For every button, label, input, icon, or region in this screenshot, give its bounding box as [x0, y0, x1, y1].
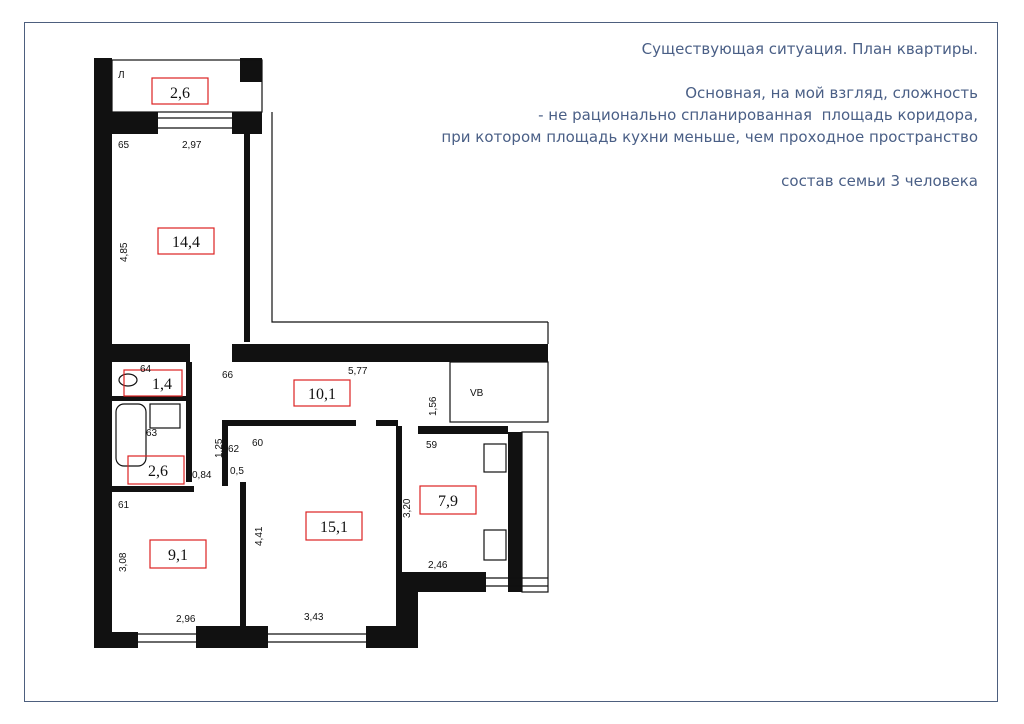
notes-line-1: Основная, на мой взгляд, сложность [685, 84, 978, 102]
dimensions: Л 65 2,97 4,85 64 66 5,77 1,56 VB 59 63 … [118, 70, 484, 625]
thick-walls [94, 58, 548, 648]
dim-3-43: 3,43 [304, 612, 324, 623]
dim-3-20: 3,20 [402, 498, 413, 518]
area-boxes [123, 77, 477, 569]
dim-60: 60 [252, 438, 264, 449]
label-balcony-l: Л [118, 70, 125, 81]
vent-shaft [449, 361, 549, 423]
wall-kitchen-bottom [396, 572, 486, 592]
dim-2-96: 2,96 [176, 614, 196, 625]
wall-corridor-top-2 [232, 344, 548, 362]
wall-bottom-1 [94, 632, 138, 648]
area-bath: 2,6 [148, 463, 168, 480]
area-box-room3 [149, 539, 207, 569]
area-box-kitchen [419, 485, 477, 515]
dim-2-46: 2,46 [428, 560, 448, 571]
area-box-bedroom [157, 227, 215, 255]
dim-63: 63 [146, 428, 158, 439]
wall-bottom-2 [196, 626, 268, 648]
dim-2-97: 2,97 [182, 140, 202, 151]
dim-0-5: 0,5 [230, 466, 244, 477]
dim-3-08: 3,08 [118, 552, 129, 572]
vent-label: VB [470, 388, 484, 399]
notes-title: Существующая ситуация. План квартиры. [641, 40, 978, 58]
balcony-outline [111, 59, 263, 113]
dim-64: 64 [140, 364, 152, 375]
dim-4-41: 4,41 [254, 526, 265, 546]
area-toilet: 1,4 [152, 376, 172, 393]
area-bedroom: 14,4 [172, 234, 200, 251]
washbasin [149, 403, 181, 429]
dim-59: 59 [426, 440, 438, 451]
wall-bottom-3 [366, 626, 418, 648]
area-balcony: 2,6 [170, 85, 190, 102]
notes-line-3: при котором площадь кухни меньше, чем пр… [441, 128, 978, 146]
wall-closet-left [222, 420, 228, 486]
wall-kitchen-right [508, 432, 522, 592]
wall-bedroom-top-1 [112, 112, 158, 134]
area-box-hall [293, 379, 351, 407]
wall-living-top-1 [222, 420, 356, 426]
wall-bath-top [110, 396, 192, 401]
wall-living-top-2 [376, 420, 398, 426]
page-frame [24, 22, 998, 702]
area-hall: 10,1 [308, 386, 336, 403]
area-box-toilet [123, 369, 183, 397]
wall-left-outer [94, 58, 112, 648]
wall-kitchen-top [418, 426, 508, 434]
wall-balcony-post [240, 60, 262, 82]
room-areas: 2,6 14,4 1,4 10,1 2,6 15,1 7,9 9,1 [148, 85, 458, 564]
toilet-bowl [118, 373, 138, 387]
wall-bath-right [186, 362, 192, 482]
dim-1-56: 1,56 [428, 396, 439, 416]
dim-5-77: 5,77 [348, 366, 368, 377]
area-kitchen: 7,9 [438, 493, 458, 510]
dim-65: 65 [118, 140, 130, 151]
area-living: 15,1 [320, 519, 348, 536]
dim-66: 66 [222, 370, 234, 381]
wall-room3-right [240, 482, 246, 626]
wall-corridor-top-1 [112, 344, 190, 362]
area-room3: 9,1 [168, 547, 188, 564]
area-box-living [305, 511, 363, 541]
description-notes: Существующая ситуация. План квартиры. Ос… [358, 38, 978, 192]
wall-living-right [396, 426, 402, 574]
wall-room3-top [110, 486, 194, 492]
dim-0-84: 0,84 [192, 470, 212, 481]
dim-62: 62 [228, 444, 240, 455]
area-box-bath [127, 455, 185, 485]
outer-thin-wall [271, 112, 548, 323]
thin-lines [111, 59, 549, 643]
area-box-balcony [151, 77, 209, 105]
notes-line-2: - не рационально спланированная площадь … [538, 106, 978, 124]
dim-1-25: 1,25 [214, 438, 225, 458]
kitchen-sink [483, 443, 507, 473]
wall-bedroom-top-2 [232, 112, 262, 134]
notes-family: состав семьи 3 человека [781, 172, 978, 190]
kitchen-stove [483, 529, 507, 561]
wall-bedroom-right [244, 132, 250, 342]
bathtub [115, 403, 147, 467]
dim-4-85: 4,85 [119, 242, 130, 262]
dim-61: 61 [118, 500, 130, 511]
